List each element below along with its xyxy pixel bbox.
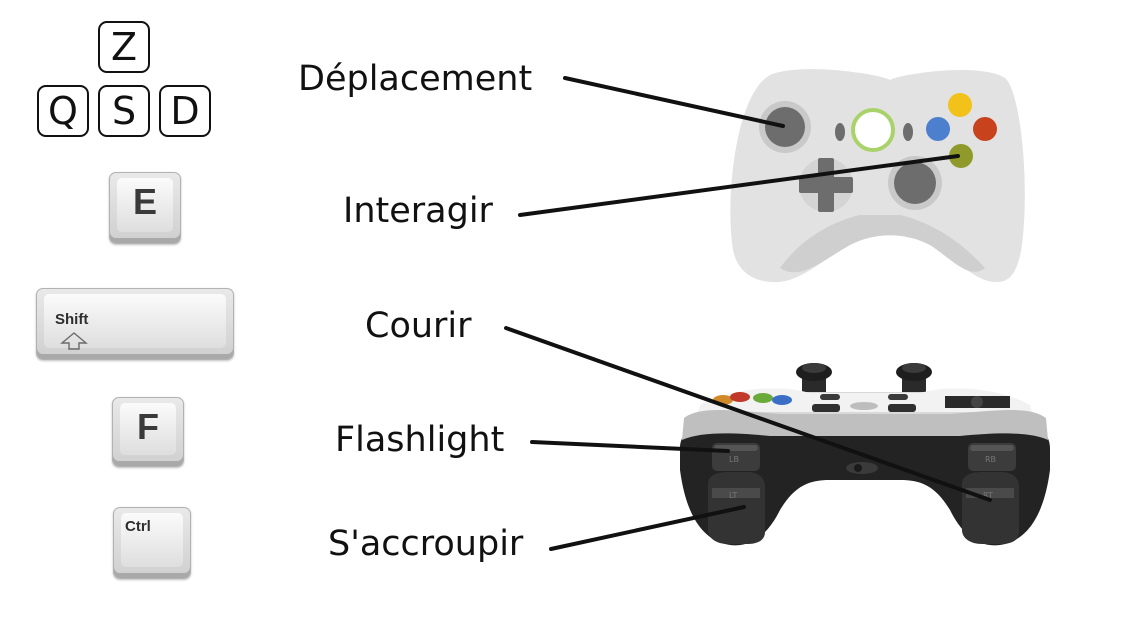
key-z: Z [98,21,150,73]
button-lb-label: LB [729,455,739,464]
key-ctrl: Ctrl [113,507,191,579]
connector-flashlight [530,440,730,453]
label-crouch: S'accroupir [328,524,524,564]
key-s: S [98,85,150,137]
label-interact: Interagir [343,191,493,231]
shift-arrow-icon [60,332,88,350]
key-q: Q [37,85,89,137]
button-lt-label: LT [729,491,737,500]
key-f: F [112,397,184,467]
logitech-controller-icon: LB RB LT RT [680,363,1050,546]
button-rb-label: RB [985,455,996,464]
label-flashlight: Flashlight [335,420,505,460]
xbox-controller-icon [730,69,1025,283]
connector-crouch [549,505,746,551]
label-run: Courir [365,306,472,346]
key-e: E [109,172,181,244]
key-d: D [159,85,211,137]
connector-move [563,76,785,128]
button-rt-label: RT [983,491,993,500]
key-shift: Shift [36,288,234,360]
connector-interact [518,154,960,217]
label-move: Déplacement [298,59,533,99]
connector-run [504,326,992,502]
connector-lines [504,76,992,551]
